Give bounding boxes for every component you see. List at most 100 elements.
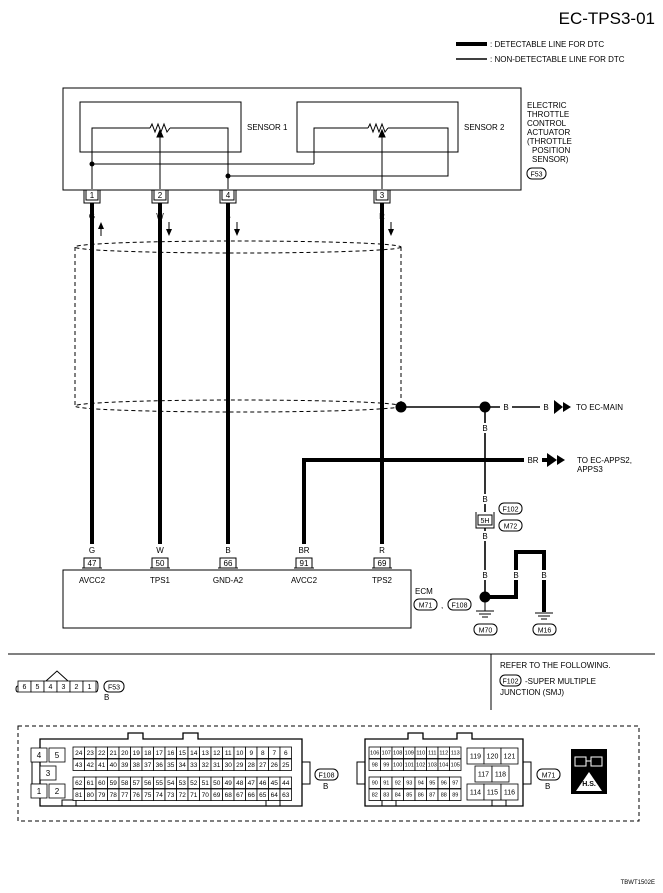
pin-number: 84: [395, 793, 401, 799]
pin-cell: [279, 788, 292, 801]
m71-connector-color: B: [545, 782, 550, 791]
connector-frame: [17, 725, 640, 822]
svg-text:1: 1: [90, 191, 95, 200]
refer-text: -SUPER MULTIPLE: [525, 677, 596, 686]
pin-number: 72: [179, 792, 187, 799]
pin-number: 66: [248, 792, 256, 799]
sensor1-label: SENSOR 1: [247, 123, 288, 132]
ecm-connector-tag: [413, 598, 438, 611]
joint-connector-tag-2: [498, 519, 523, 532]
connector-tag-label: F53: [530, 172, 542, 179]
pin-number: 60: [98, 780, 106, 787]
wire-label-gap: [500, 402, 512, 412]
wire-label-gap: [479, 570, 491, 580]
svg-text:POSITION: POSITION: [532, 146, 570, 155]
ground-branch-wire: [497, 550, 546, 612]
wire-color: G: [89, 546, 95, 555]
actuator-pin-4: 4: [219, 189, 237, 204]
pin-number: 107: [382, 751, 391, 757]
harness-side-badge-label: H.S.: [582, 781, 596, 788]
pin-number: 49: [225, 780, 233, 787]
svg-text:GND-A2: GND-A2: [213, 576, 244, 585]
wire-color: B: [482, 532, 487, 541]
ground-tag-label: M16: [538, 628, 552, 635]
ecm-connector-tag-2-label: F108: [452, 603, 468, 610]
junction-dot: [89, 161, 95, 167]
svg-text:4: 4: [226, 191, 231, 200]
pin-number: 52: [190, 780, 198, 787]
pin-number: 65: [259, 792, 267, 799]
pin-number: 91: [383, 781, 389, 787]
sensor2-label: SENSOR 2: [464, 123, 505, 132]
svg-text:AVCC2: AVCC2: [291, 576, 318, 585]
pin-number: 19: [133, 750, 141, 757]
pin-number: 70: [202, 792, 210, 799]
pin-number: 88: [441, 793, 447, 799]
joint-connector-tag-2-label: M72: [504, 524, 518, 531]
svg-text:TPS2: TPS2: [372, 576, 393, 585]
pin-number: 3: [62, 684, 66, 691]
ground-tag: [473, 623, 498, 636]
wire-color: B: [543, 403, 548, 412]
pin-number: 100: [393, 763, 402, 769]
pin-cell: [39, 765, 57, 781]
pin-number: 93: [406, 781, 412, 787]
pin-number: 106: [370, 751, 379, 757]
pin-number: 11: [225, 750, 232, 757]
svg-text:ELECTRIC: ELECTRIC: [527, 101, 567, 110]
pin-number: 116: [504, 790, 515, 797]
svg-text:THROTTLE: THROTTLE: [527, 110, 569, 119]
pin-number: 117: [478, 772, 489, 779]
pin-number: 26: [271, 762, 279, 769]
pin-number: 6: [284, 750, 288, 757]
pin-number: 23: [87, 750, 95, 757]
pin-number: 30: [225, 762, 233, 769]
signal-arrow-down: [388, 222, 394, 236]
pin-number: 59: [110, 780, 118, 787]
pin-number: 97: [452, 781, 458, 787]
pin-number: 22: [98, 750, 106, 757]
pin-number: 31: [213, 762, 221, 769]
pin-number: 2: [75, 684, 79, 691]
ground-tag-label: M70: [479, 628, 493, 635]
ecm-box: [62, 569, 412, 629]
pin-number: 21: [110, 750, 118, 757]
svg-text:2: 2: [158, 191, 163, 200]
ecm-connector-separator: ,: [441, 601, 443, 610]
shield-cylinder: [74, 240, 402, 413]
pin-number: 95: [429, 781, 435, 787]
pin-number: 15: [179, 750, 187, 757]
pin-number: 68: [225, 792, 233, 799]
pin-number: 13: [202, 750, 210, 757]
pin-cell: [449, 746, 462, 759]
pin-number: 40: [110, 762, 118, 769]
pin-number: 46: [259, 780, 267, 787]
pin-number: 4: [37, 751, 42, 760]
pin-number: 2: [55, 787, 60, 796]
m71-connector-face: [356, 732, 532, 807]
pin-number: 114: [470, 790, 481, 797]
pin-number: 33: [190, 762, 198, 769]
wire-color: B: [482, 495, 487, 504]
pin-cell: [279, 776, 292, 789]
wire-color: B: [503, 403, 508, 412]
pin-number: 120: [487, 754, 499, 761]
pin-number: 108: [393, 751, 402, 757]
pin-cell: [48, 783, 66, 799]
pin-number: 82: [372, 793, 378, 799]
pin-number: 102: [416, 763, 425, 769]
ecm-pin-names: AVCC2 TPS1 GND-A2 AVCC2 TPS2: [79, 576, 393, 585]
svg-text:66: 66: [224, 559, 233, 568]
pin-number: 103: [428, 763, 437, 769]
ecm-pins: [82, 557, 392, 569]
pin-number: 42: [87, 762, 95, 769]
pin-number: 55: [156, 780, 164, 787]
pin-number: 56: [144, 780, 152, 787]
pin-number: 36: [156, 762, 164, 769]
pin-number: 110: [416, 751, 425, 757]
to-apps-label-2: APPS3: [577, 465, 603, 474]
pin-number: 10: [236, 750, 244, 757]
pin-number: 27: [259, 762, 267, 769]
